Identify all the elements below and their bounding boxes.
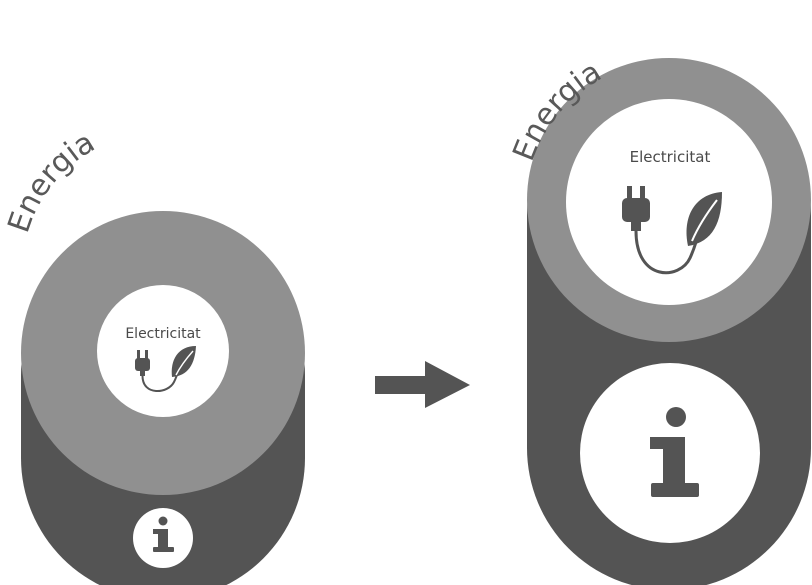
inner-label: Electricitat: [125, 326, 201, 342]
widget-after[interactable]: Energia Electricitat: [506, 54, 811, 585]
widget-before[interactable]: Energia Electricitat: [1, 125, 305, 585]
category-label: Energia: [1, 125, 101, 237]
leaf-icon: [686, 192, 722, 246]
inner-disc: [97, 285, 229, 417]
inner-label: Electricitat: [630, 148, 711, 166]
info-button[interactable]: [133, 508, 193, 568]
inner-disc: [566, 99, 772, 305]
leaf-icon: [171, 346, 196, 377]
info-button[interactable]: [580, 363, 760, 543]
right-arrow-icon: [375, 361, 470, 408]
